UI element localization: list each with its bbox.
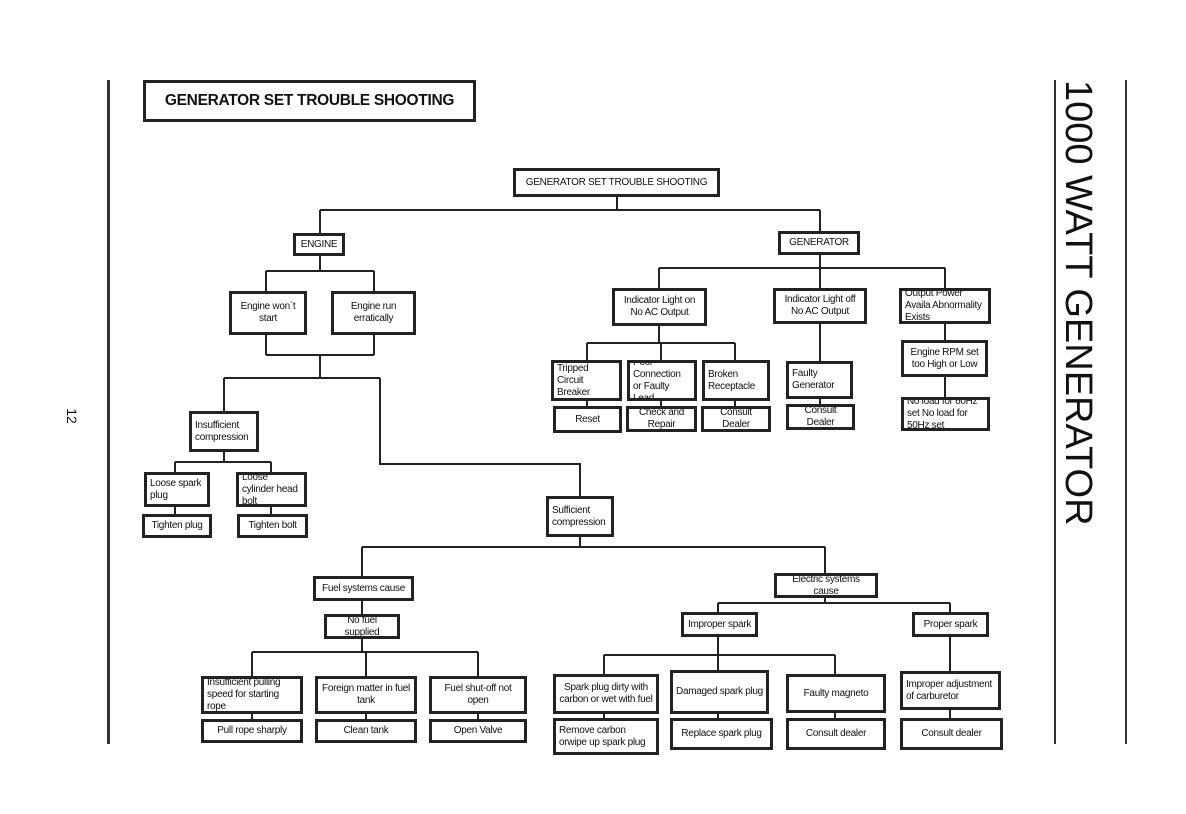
node-faulty-magneto: Faulty magneto <box>786 674 886 713</box>
connector-insufficient <box>174 451 272 472</box>
node-loose-cylinder-head-bolt: Loose cylinder head bolt <box>236 472 307 507</box>
node-loose-spark-plug: Loose spark plug <box>144 472 210 507</box>
header-title: GENERATOR SET TROUBLE SHOOTING <box>164 92 455 109</box>
node-improper-spark: Improper spark <box>681 612 758 637</box>
node-fuel-shutoff: Fuel shut-off not open <box>429 676 527 714</box>
node-output-power: Output Power Availa Abnormality Exists <box>899 288 991 324</box>
node-engine-wont-start: Engine won`t start <box>229 291 307 335</box>
node-indicator-light-off: Indicator Light off No AC Output <box>773 288 867 324</box>
right-margin-rule <box>1054 80 1056 744</box>
node-electric-systems-cause: Electric systems cause <box>774 573 878 598</box>
node-spark-plug-dirty: Spark plug dirty with carbon or wet with… <box>553 674 659 714</box>
node-consult-dealer-receptacle: Consult Dealer <box>701 406 771 432</box>
node-consult-dealer-generator: Consult Dealer <box>786 404 855 430</box>
left-margin-rule <box>107 80 110 744</box>
connector-improper <box>603 636 836 674</box>
node-no-fuel-supplied: No fuel supplied <box>324 614 400 639</box>
connector-indicator-on <box>586 325 736 360</box>
node-replace-spark-plug: Replace spark plug <box>670 718 773 750</box>
right-edge-rule <box>1125 80 1127 744</box>
node-improper-adjustment: Improper adjustment of carburetor <box>900 671 1001 710</box>
node-consult-dealer-carburetor: Consult dealer <box>900 718 1003 750</box>
connector-generator <box>658 254 946 288</box>
connector-fuel-actions <box>251 714 479 719</box>
node-poor-connection: Poor Connection or Faulty Lead <box>627 360 697 401</box>
connector-tighten <box>174 506 272 514</box>
connector-fuel <box>251 600 479 676</box>
node-pull-rope-sharply: Pull rope sharply <box>201 719 303 743</box>
node-engine: ENGINE <box>293 233 345 256</box>
node-fuel-systems-cause: Fuel systems cause <box>313 576 414 601</box>
node-faulty-generator: Faulty Generator <box>786 361 853 399</box>
node-broken-receptacle: Broken Receptacle <box>702 360 770 401</box>
node-tripped-breaker: Tripped Circuit Breaker <box>551 360 622 401</box>
connector-engine-merge <box>265 334 375 378</box>
node-tighten-plug: Tighten plug <box>142 514 212 538</box>
node-engine-rpm: Engine RPM set too High or Low <box>901 340 988 377</box>
node-open-valve: Open Valve <box>429 719 527 743</box>
node-consult-dealer-magneto: Consult dealer <box>786 718 886 750</box>
connector-electric <box>717 597 951 612</box>
node-proper-spark: Proper spark <box>912 612 989 637</box>
connector-sufficient <box>361 536 826 577</box>
node-insufficient-compression: Insufficient compression <box>189 411 259 452</box>
node-damaged-spark-plug: Damaged spark plug <box>670 670 769 714</box>
node-engine-run-erratically: Engine run erratically <box>331 291 416 335</box>
node-remove-carbon: Remove carbon orwipe up spark plug <box>553 718 659 755</box>
node-generator: GENERATOR <box>778 231 860 255</box>
node-clean-tank: Clean tank <box>315 719 417 743</box>
connector-root <box>319 196 821 233</box>
connector-compression <box>223 377 581 496</box>
node-check-and-repair: Check and Repair <box>626 406 697 432</box>
node-sufficient-compression: Sufficient compression <box>546 496 614 537</box>
connector-gen-actions <box>586 401 736 406</box>
node-foreign-matter: Foreign matter in fuel tank <box>315 676 417 714</box>
connector-engine <box>265 255 375 291</box>
node-indicator-light-on: Indicator Light on No AC Output <box>612 288 707 326</box>
node-insufficient-pulling-speed: Insufficient pulling speed for starting … <box>201 676 303 714</box>
node-tighten-bolt: Tighten bolt <box>237 514 308 538</box>
node-no-load: No load for 60Hz set No load for 50Hz se… <box>901 397 990 431</box>
node-reset: Reset <box>553 406 622 433</box>
node-root: GENERATOR SET TROUBLE SHOOTING <box>513 168 720 197</box>
header-title-box: GENERATOR SET TROUBLE SHOOTING <box>143 80 476 122</box>
connector-spark-actions <box>603 709 951 718</box>
